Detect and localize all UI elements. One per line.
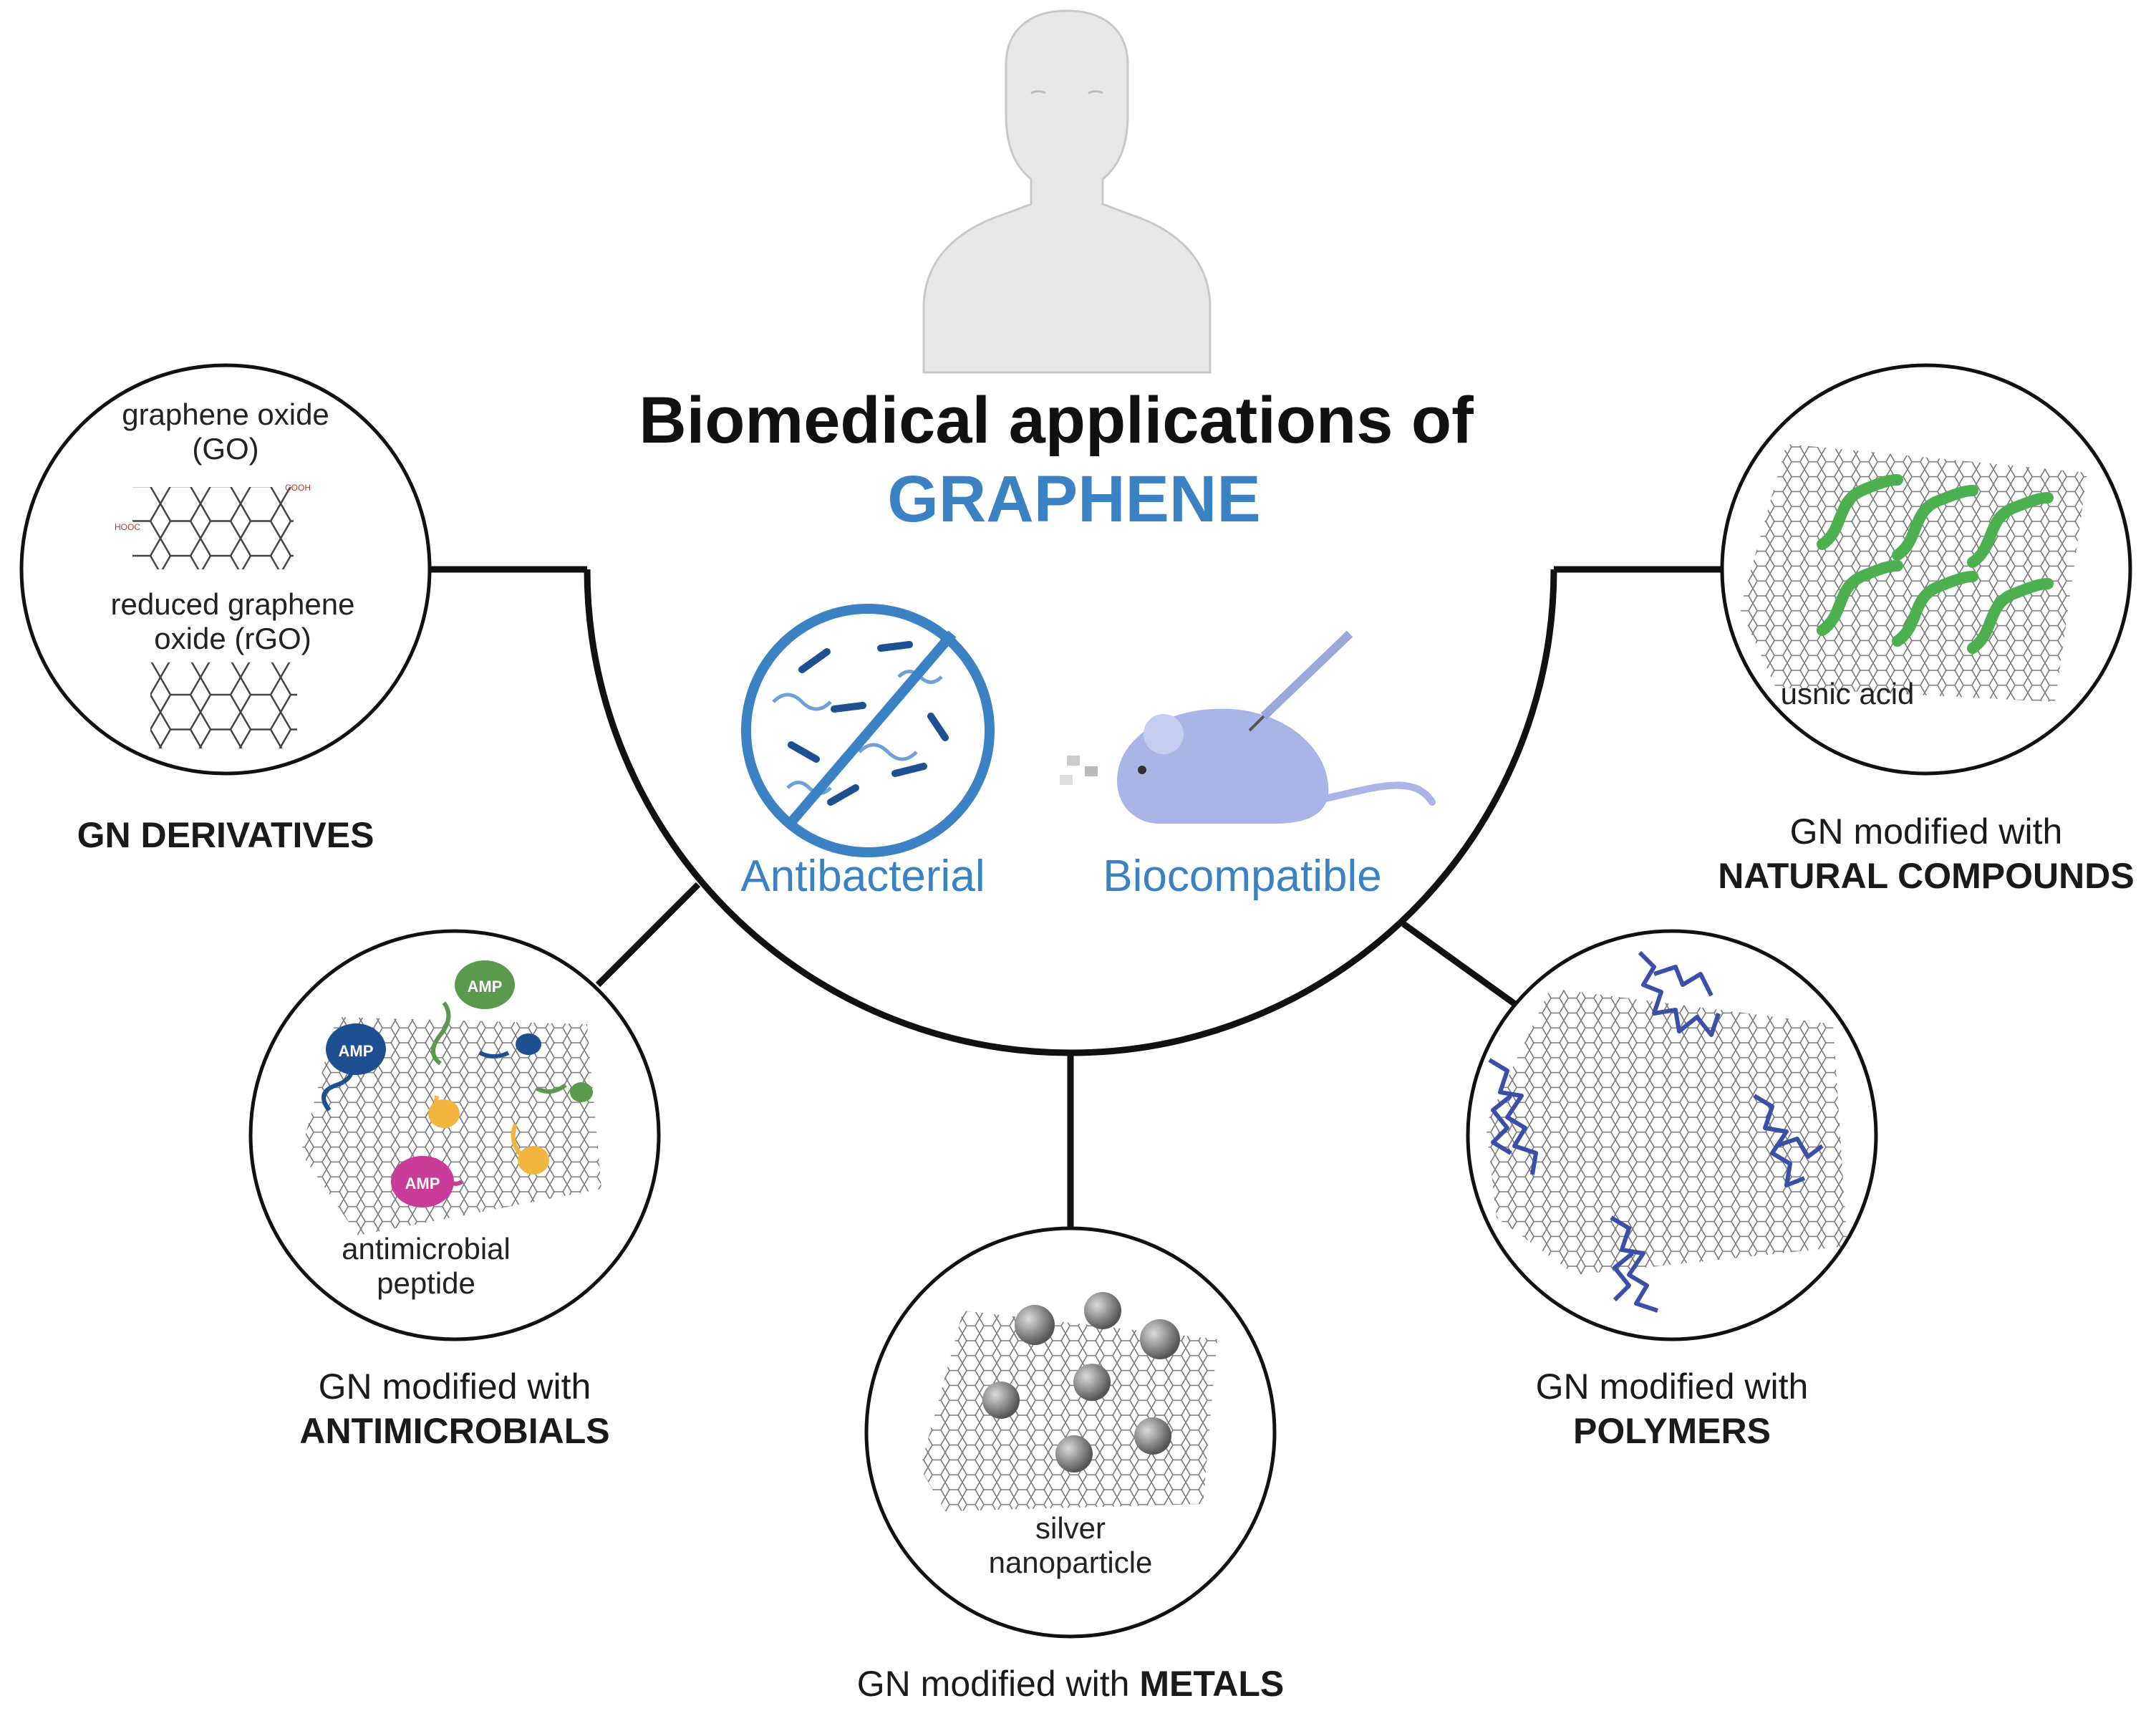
biocompatible-label: Biocompatible [1103,852,1382,901]
amp-inner-label: antimicrobial peptide [342,1232,511,1300]
polymer-sheet [1486,950,1847,1313]
usnic-acid-label: usnic acid [1780,677,1915,710]
derivatives-caption: GN DERIVATIVES [77,815,374,855]
rgo-label: reduced graphene oxide (rGO) [110,587,355,655]
go-label: graphene oxide (GO) [122,397,329,466]
usnic-acid-sheet [1740,444,2087,702]
no-bacteria-icon [741,604,995,857]
metals-caption: GN modified with METALS [856,1664,1285,1704]
title-line1: Biomedical applications of [639,384,1474,457]
mouse-icon [1060,630,1436,824]
amp-label-navy: AMP [339,1042,374,1060]
central-semicircle [584,569,1557,1056]
silver-inner-label: silver nanoparticle [988,1511,1153,1579]
hooc-label: HOOC [115,522,140,532]
connector-lines [430,566,1722,1228]
amp-label-green: AMP [468,978,503,996]
amp-label-magenta: AMP [405,1175,440,1192]
natural-caption: GN modified with NATURAL COMPOUNDS [1718,811,2135,896]
antimicrobials-caption: GN modified with ANTIMICROBIALS [299,1367,610,1451]
rgo-lattice [150,662,297,748]
polymers-caption: GN modified with POLYMERS [1535,1367,1809,1451]
human-silhouette-icon [922,9,1212,374]
silver-sheet [920,1292,1217,1511]
title-line2: GRAPHENE [887,463,1261,536]
go-lattice [132,487,294,569]
amp-sheet: AMP AMP AMP [301,960,601,1235]
cooh-label: COOH [285,483,311,493]
antibacterial-label: Antibacterial [740,852,985,901]
